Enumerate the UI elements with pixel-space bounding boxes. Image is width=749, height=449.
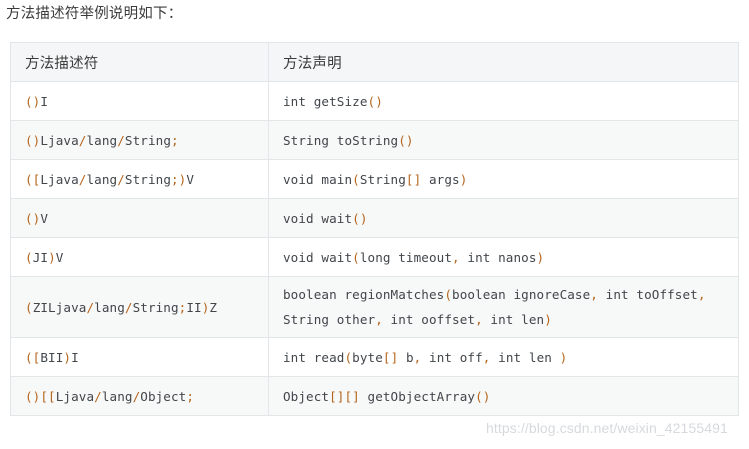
column-header-descriptor: 方法描述符 bbox=[10, 42, 269, 82]
cell-declaration: void main(String[] args) bbox=[268, 159, 739, 199]
cell-descriptor: (JI)V bbox=[10, 237, 269, 277]
column-header-declaration: 方法声明 bbox=[268, 42, 739, 82]
table-row: ()Ljava/lang/String;String toString() bbox=[10, 120, 739, 160]
cell-descriptor: ()[[Ljava/lang/Object; bbox=[10, 376, 269, 416]
cell-declaration: int read(byte[] b, int off, int len ) bbox=[268, 337, 739, 377]
cell-declaration: void wait(long timeout, int nanos) bbox=[268, 237, 739, 277]
cell-declaration: String toString() bbox=[268, 120, 739, 160]
cell-descriptor: ()Ljava/lang/String; bbox=[10, 120, 269, 160]
cell-descriptor: ()V bbox=[10, 198, 269, 238]
cell-descriptor: ()I bbox=[10, 81, 269, 121]
table-header-row: 方法描述符 方法声明 bbox=[10, 42, 739, 82]
cell-descriptor: ([Ljava/lang/String;)V bbox=[10, 159, 269, 199]
cell-descriptor: ([BII)I bbox=[10, 337, 269, 377]
cell-declaration: Object[][] getObjectArray() bbox=[268, 376, 739, 416]
cell-declaration: int getSize() bbox=[268, 81, 739, 121]
page-title: 方法描述符举例说明如下： bbox=[6, 6, 183, 22]
cell-declaration: boolean regionMatches(boolean ignoreCase… bbox=[268, 276, 739, 338]
table-header: 方法描述符 方法声明 bbox=[10, 42, 739, 82]
cell-declaration: void wait() bbox=[268, 198, 739, 238]
cell-descriptor: (ZILjava/lang/String;II)Z bbox=[10, 276, 269, 338]
csdn-watermark: https://blog.csdn.net/weixin_42155491 bbox=[486, 420, 728, 436]
table-row: ()[[Ljava/lang/Object;Object[][] getObje… bbox=[10, 376, 739, 416]
